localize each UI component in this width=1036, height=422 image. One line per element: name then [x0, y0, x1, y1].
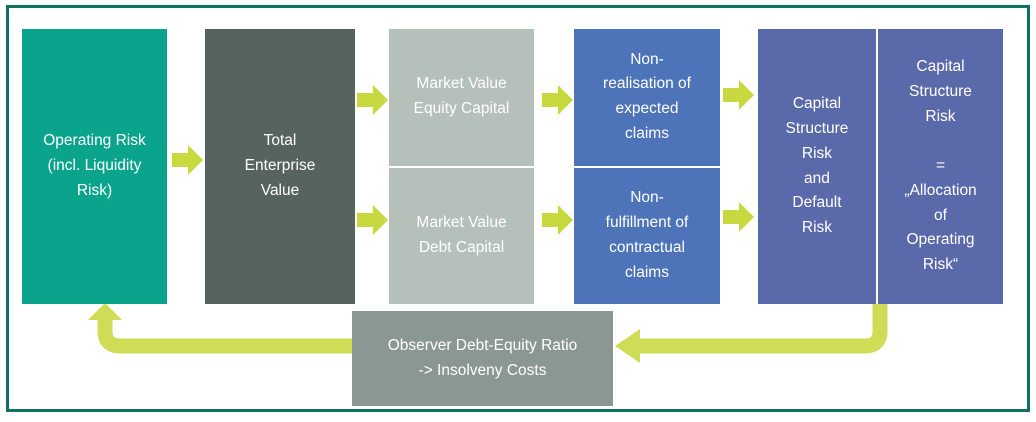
capital-structure-default-risk-box: Capital Structure Risk and Default Risk [758, 29, 876, 304]
total-enterprise-value-label: Total Enterprise Value [244, 132, 316, 199]
market-value-debt-box: Market Value Debt Capital [389, 167, 534, 304]
right-arrow-shape [357, 85, 388, 115]
right-arrow-shape [723, 80, 754, 110]
capital-structure-allocation-label: Capital Structure Risk = „Allocation of … [904, 57, 977, 274]
observer-debt-equity-label: Observer Debt-Equity Ratio -> Insolveny … [387, 336, 578, 379]
non-fulfillment-box: Non- fulfillment of contractual claims [574, 167, 720, 304]
right-arrow-shape [172, 145, 203, 175]
non-realisation-box: Non- realisation of expected claims [574, 29, 720, 166]
operating-risk-box: Operating Risk (incl. Liquidity Risk) [22, 29, 167, 304]
feedback-arrowhead-left-icon [615, 329, 640, 363]
right-arrow-icon [357, 205, 388, 235]
claims-column: Non- realisation of expected claims Non-… [574, 29, 720, 304]
feedback-arrow-right-segment [638, 304, 888, 354]
capital-structure-default-risk-label: Capital Structure Risk and Default Risk [785, 95, 849, 237]
market-value-column: Market Value Equity Capital Market Value… [389, 29, 534, 304]
right-arrow-icon [542, 85, 573, 115]
right-arrow-shape [542, 85, 573, 115]
non-fulfillment-label: Non- fulfillment of contractual claims [605, 189, 689, 281]
market-value-debt-label: Market Value Debt Capital [416, 213, 507, 256]
right-arrow-icon [357, 85, 388, 115]
right-arrow-shape [542, 205, 573, 235]
feedback-arrowhead-up-icon [88, 303, 122, 320]
right-arrow-shape [357, 205, 388, 235]
right-arrow-icon [172, 145, 203, 175]
right-arrow-icon [723, 202, 754, 232]
right-arrow-shape [723, 202, 754, 232]
market-value-equity-box: Market Value Equity Capital [389, 29, 534, 166]
total-enterprise-value-box: Total Enterprise Value [205, 29, 355, 304]
non-realisation-label: Non- realisation of expected claims [603, 50, 691, 143]
diagram-border [6, 5, 1030, 412]
right-arrow-icon [723, 80, 754, 110]
observer-debt-equity-box: Observer Debt-Equity Ratio -> Insolveny … [352, 311, 613, 406]
right-arrow-icon [542, 205, 573, 235]
capital-structure-allocation-box: Capital Structure Risk = „Allocation of … [878, 29, 1003, 304]
market-value-equity-label: Market Value Equity Capital [413, 75, 510, 118]
operating-risk-label: Operating Risk (incl. Liquidity Risk) [43, 132, 146, 199]
feedback-arrow-left-segment [97, 318, 356, 354]
